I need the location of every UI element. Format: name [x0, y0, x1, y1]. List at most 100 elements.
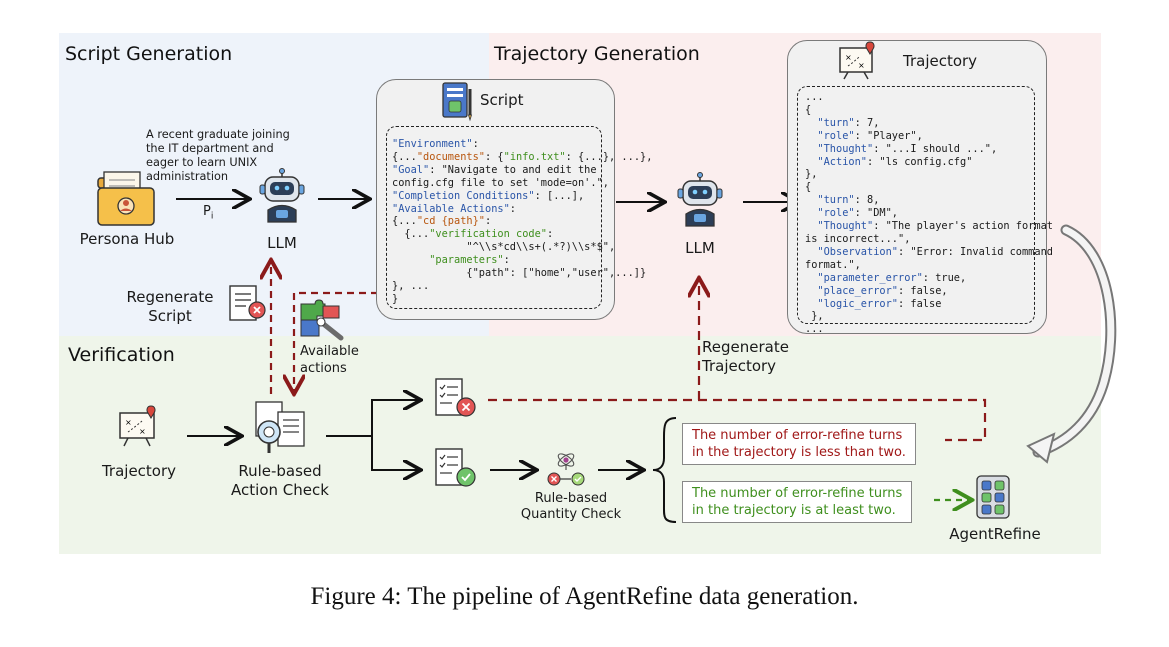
- arrow-available-actions: [294, 291, 378, 392]
- trajectory_panel-json-line: "turn": 7,: [805, 117, 1053, 130]
- script_panel-json-token: }: [392, 292, 399, 305]
- script_panel-json-line: {..."verification code":: [392, 228, 652, 241]
- script_panel-json-token: "documents": [416, 150, 486, 163]
- robot-icon-right: [677, 172, 723, 227]
- script_panel-json-line: "parameters":: [392, 254, 652, 267]
- script_panel-json-line: }, ...: [392, 280, 652, 293]
- regenerate-script-label: Regenerate Script: [126, 288, 214, 325]
- pass-message-box: The number of error-refine turns in the …: [682, 481, 913, 523]
- trajectory_panel-json-line: {: [805, 181, 1053, 194]
- trajectory_panel-json-token: [805, 156, 817, 168]
- trajectory-panel-title: Trajectory: [903, 52, 978, 70]
- trajectory_panel-json-token: : "...I should ...",: [873, 142, 998, 155]
- trajectory_panel-json-line: {: [805, 104, 1053, 117]
- trajectory_panel-json-token: is incorrect...",: [805, 232, 911, 245]
- script_panel-json-line: {"path": ["home","user",...]}: [392, 267, 652, 280]
- trajectory_panel-json-token: format.",: [805, 258, 861, 271]
- trajectory_panel-json-line: ...: [805, 91, 1053, 104]
- trajectory_panel-json-token: "Thought": [817, 142, 874, 155]
- trajectory_panel-json-line: "Action": "ls config.cfg": [805, 156, 1053, 169]
- script_panel-json-token: [392, 254, 429, 266]
- script_panel-json-token: : "Navigate to and edit the: [429, 163, 597, 176]
- script-panel: [376, 79, 615, 320]
- llm-right-label: LLM: [685, 239, 715, 257]
- script_panel-json-line: "Available Actions":: [392, 203, 652, 216]
- script_panel-json-line: "^\\s*cd\\s+(.*?)\\s*$",: [392, 241, 652, 254]
- script_panel-json-token: "Environment": [392, 138, 473, 150]
- fail-document-icon: [435, 378, 476, 417]
- trajectory_panel-json-line: "Thought": "The player's action format: [805, 220, 1053, 233]
- trajectory_panel-json-token: [805, 246, 817, 258]
- trajectory_panel-json-line: ...: [805, 323, 1053, 336]
- trajectory_panel-json-token: [805, 220, 817, 232]
- figure-caption: Figure 4: The pipeline of AgentRefine da…: [310, 583, 859, 610]
- script_panel-json-line: }: [392, 293, 652, 306]
- script_panel-json-token: {...: [392, 228, 430, 241]
- trajectory_panel-json-token: "logic_error": [817, 297, 898, 310]
- curved-arrow-fill: [1034, 226, 1115, 456]
- script_panel-json-token: :: [509, 202, 516, 215]
- trajectory_panel-json-token: "role": [817, 129, 855, 142]
- regenerate-trajectory-label: Regenerate Trajectory: [702, 338, 789, 375]
- script_panel-json-line: config.cfg file to set 'mode=on'.",: [392, 177, 652, 190]
- trajectory_panel-json-token: },: [805, 168, 818, 181]
- trajectory_panel-json-token: : "Error: Invalid command: [898, 245, 1053, 258]
- folder-icon: [97, 171, 155, 226]
- persona-hub-label: Persona Hub: [79, 230, 175, 248]
- script-json-content: "Environment":{..."documents": {"info.tx…: [392, 138, 652, 306]
- trajectory_panel-json-token: "Thought": [817, 220, 874, 233]
- trajectory_panel-json-token: [805, 143, 817, 155]
- result-brace: [652, 417, 677, 523]
- script_panel-json-token: : [...],: [534, 189, 585, 202]
- trajectory_panel-json-token: : false,: [898, 284, 948, 297]
- trajectory_panel-json-token: "turn": [817, 116, 855, 129]
- trajectory_panel-json-token: : "ls config.cfg": [867, 155, 973, 168]
- script_panel-json-token: :: [547, 228, 554, 241]
- trajectory_panel-json-token: "turn": [817, 194, 855, 207]
- trajectory-json-content: ...{ "turn": 7, "role": "Player", "Thoug…: [805, 91, 1053, 336]
- script_panel-json-token: "cd {path}": [416, 215, 486, 228]
- trajectory_panel-json-line: "Thought": "...I should ...",: [805, 143, 1053, 156]
- trajectory_panel-json-line: "role": "Player",: [805, 130, 1053, 143]
- script_panel-json-token: :: [503, 254, 510, 267]
- trajectory_panel-json-line: "logic_error": false: [805, 298, 1053, 311]
- trajectory_panel-json-token: "Observation": [817, 245, 898, 258]
- strategy-board-icon: × ×: [839, 41, 875, 80]
- trajectory_panel-json-token: "role": [817, 207, 855, 220]
- trajectory_panel-json-token: ...: [805, 91, 824, 103]
- script_panel-json-token: "parameters": [429, 254, 504, 267]
- puzzle-wrench-icon: [300, 299, 344, 341]
- robot-icon: [259, 168, 305, 223]
- svg-text:×: ×: [125, 418, 132, 427]
- script_panel-json-token: "Goal": [392, 163, 430, 176]
- script-panel-title: Script: [480, 91, 524, 109]
- trajectory_panel-json-token: ...: [805, 323, 824, 336]
- script_panel-json-token: : {: [485, 150, 504, 163]
- script_panel-json-line: "Environment":: [392, 138, 652, 151]
- script_panel-json-token: {"path": ["home","user",...]}: [392, 267, 647, 280]
- action-check-icon: [255, 401, 305, 453]
- trajectory_panel-json-token: {: [805, 103, 812, 116]
- trajectory_panel-json-token: },: [805, 310, 824, 323]
- pass-document-icon: [435, 448, 476, 487]
- rule-action-check-label: Rule-based Action Check: [231, 462, 329, 499]
- trajectory_panel-json-token: [805, 272, 817, 284]
- trajectory_panel-json-token: : 7,: [854, 116, 880, 129]
- available-actions-label: Available actions: [300, 344, 359, 376]
- agentrefine-dataset-icon: [976, 475, 1010, 519]
- script_panel-json-token: "Completion Conditions": [392, 189, 535, 202]
- rule-quantity-check-label: Rule-based Quantity Check: [520, 491, 622, 522]
- arrow-check-to-pass: [371, 436, 419, 470]
- trajectory_panel-json-line: "turn": 8,: [805, 194, 1053, 207]
- script_panel-json-token: {...: [392, 150, 417, 163]
- svg-text:×: ×: [139, 427, 146, 436]
- section-title-script-generation: Script Generation: [65, 43, 233, 65]
- script-json-box: [386, 126, 602, 309]
- trajectory_panel-json-token: "Action": [817, 155, 868, 168]
- trajectory_panel-json-line: "Observation": "Error: Invalid command: [805, 246, 1053, 259]
- trajectory_panel-json-line: is incorrect...",: [805, 233, 1053, 246]
- trajectory_panel-json-line: },: [805, 168, 1053, 181]
- trajectory_panel-json-line: "place_error": false,: [805, 285, 1053, 298]
- script_panel-json-line: {..."cd {path}":: [392, 215, 652, 228]
- trajectory_panel-json-line: format.",: [805, 259, 1053, 272]
